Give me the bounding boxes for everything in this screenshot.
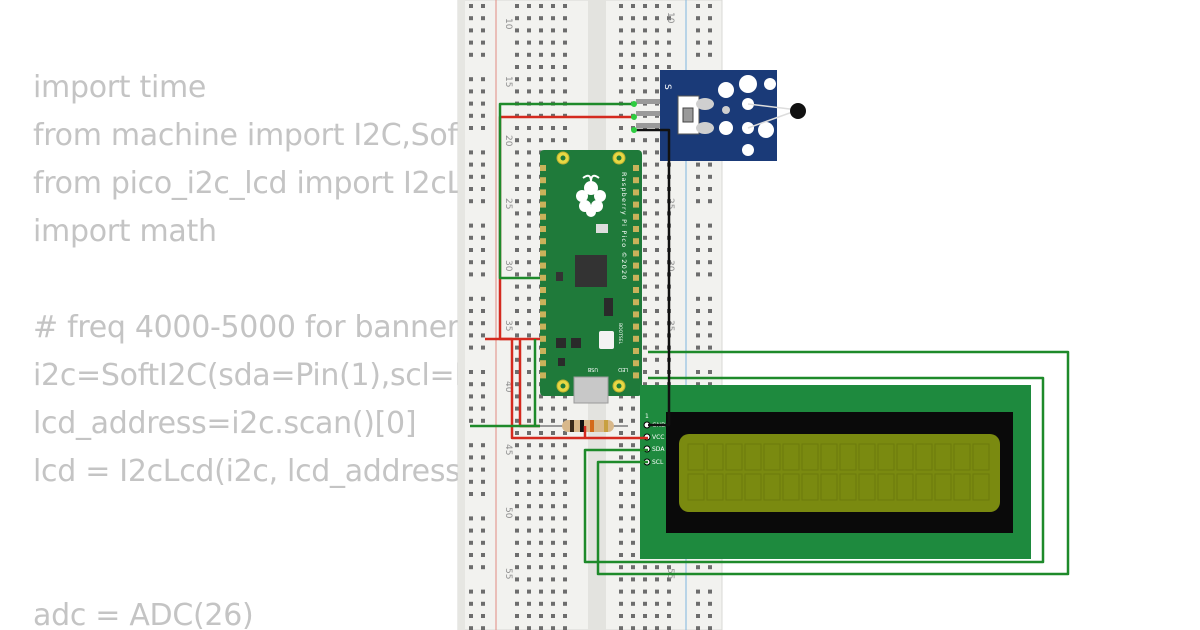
code-line: lcd_address=i2c.scan()[0]: [33, 406, 417, 441]
pico-pin-headers: [540, 165, 639, 379]
code-line: import time: [33, 70, 207, 105]
temperature-sensor-module[interactable]: S: [636, 70, 806, 161]
wire-green: [498, 102, 634, 280]
bootsel-label: BOOTSEL: [617, 323, 623, 345]
wire-green: [583, 376, 1045, 564]
row-number-left: 35: [503, 320, 513, 331]
code-line: lcd = I2cLcd(i2c, lcd_address, 2, 16): [33, 454, 460, 489]
row-number-left: 40: [503, 381, 513, 393]
code-line: from pico_i2c_lcd import I2cLcd: [33, 166, 460, 201]
wire-black: [634, 128, 671, 427]
lcd-pin-number: 1: [645, 413, 649, 420]
wires: [470, 101, 1070, 576]
rp2040-chip: [575, 255, 607, 287]
row-number-left: 15: [503, 76, 513, 87]
row-number-left: 55: [503, 568, 513, 579]
raspberry-logo-icon: [576, 174, 606, 217]
usb-connector: [573, 376, 609, 404]
lcd-1602-display[interactable]: 1 GND VCC SDA SCL: [640, 385, 1031, 559]
code-line: i2c=SoftI2C(sda=Pin(1),scl=Pin(0)): [33, 358, 460, 393]
wire-green: [596, 350, 1070, 576]
code-line: import math: [33, 214, 217, 249]
raspberry-pi-pico[interactable]: Raspberry Pi Pico ©2020 BOOTSEL USB LED: [540, 150, 642, 404]
code-editor-pane: import time from machine import I2C,Soft…: [0, 0, 460, 630]
code-line: from machine import I2C,SoftI2C,Pin,ADC: [33, 118, 460, 153]
usb-label: USB: [587, 366, 598, 372]
code-line: # freq 4000-5000 for banner: [33, 310, 459, 345]
led-label: LED: [618, 366, 628, 372]
row-number-right: 10: [665, 12, 675, 24]
row-number-left: 50: [503, 507, 513, 519]
thermistor-icon: [790, 103, 806, 119]
lcd-pin-sda-label: SDA: [652, 446, 665, 453]
row-number-left: 20: [503, 135, 513, 147]
wire-green: [470, 339, 540, 428]
row-number-left: 10: [503, 18, 513, 30]
sensor-signal-label: S: [662, 84, 672, 90]
lcd-character-cells: [687, 443, 990, 501]
row-number-left: 45: [503, 444, 513, 455]
pico-board-label: Raspberry Pi Pico ©2020: [620, 172, 628, 281]
row-number-left: 25: [503, 198, 513, 209]
lcd-pin-scl-label: SCL: [652, 459, 664, 466]
lcd-pin-vcc-label: VCC: [652, 434, 664, 441]
bootsel-button[interactable]: [599, 331, 614, 349]
row-number-left: 30: [503, 260, 513, 272]
code-line: adc = ADC(26): [33, 598, 254, 630]
